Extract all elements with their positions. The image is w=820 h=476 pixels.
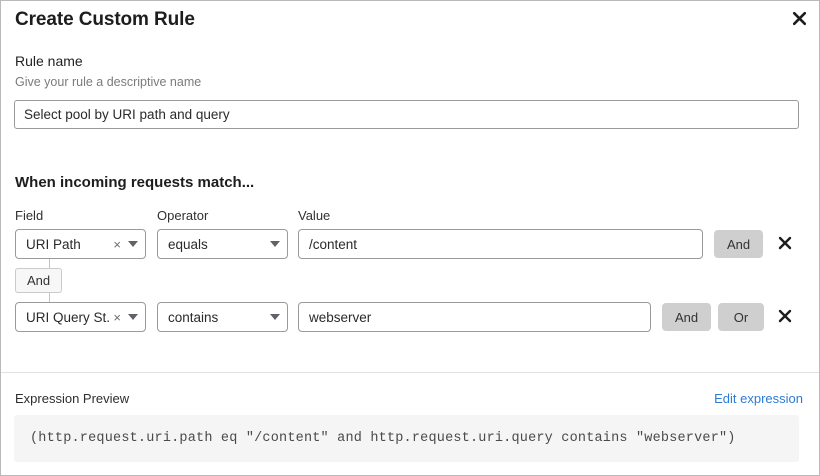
edit-expression-link[interactable]: Edit expression (714, 391, 803, 406)
or-button-2[interactable]: Or (718, 303, 764, 331)
value-input-2[interactable] (298, 302, 651, 332)
conditions-heading: When incoming requests match... (15, 174, 255, 191)
connector-and-badge[interactable]: And (15, 268, 63, 293)
rule-name-input[interactable] (14, 100, 799, 129)
connector-line-top (49, 259, 50, 269)
field-select-1-value: URI Path (26, 236, 81, 252)
expression-preview-label: Expression Preview (15, 391, 130, 406)
connector-line-bottom (49, 292, 50, 302)
clear-icon[interactable]: × (113, 236, 121, 252)
operator-select-2[interactable]: contains (157, 302, 288, 332)
and-button-2[interactable]: And (662, 303, 712, 331)
rule-name-help-text: Give your rule a descriptive name (15, 75, 202, 89)
delete-condition-2-icon[interactable] (773, 304, 797, 328)
chevron-down-icon (270, 314, 280, 320)
condition-row: URI Path × equals And (1, 229, 819, 259)
and-button-1[interactable]: And (714, 230, 764, 258)
expression-preview-box: (http.request.uri.path eq "/content" and… (14, 415, 799, 462)
dialog-title: Create Custom Rule (15, 9, 195, 30)
close-icon[interactable] (788, 7, 810, 29)
operator-select-1[interactable]: equals (157, 229, 288, 259)
chevron-down-icon (128, 314, 138, 320)
condition-row: URI Query St... × contains And Or (1, 302, 819, 332)
field-select-1[interactable]: URI Path × (15, 229, 146, 259)
column-label-operator: Operator (157, 208, 209, 223)
operator-select-1-value: equals (168, 236, 208, 252)
field-select-2[interactable]: URI Query St... × (15, 302, 146, 332)
chevron-down-icon (270, 241, 280, 247)
delete-condition-1-icon[interactable] (773, 231, 797, 255)
column-label-field: Field (15, 208, 44, 223)
rule-name-label: Rule name (15, 53, 83, 69)
clear-icon[interactable]: × (113, 309, 121, 325)
section-divider (1, 372, 819, 373)
column-label-value: Value (298, 208, 331, 223)
expression-preview-code: (http.request.uri.path eq "/content" and… (30, 431, 736, 446)
chevron-down-icon (128, 241, 138, 247)
operator-select-2-value: contains (168, 309, 219, 325)
field-select-2-value: URI Query St... (26, 309, 112, 325)
value-input-1[interactable] (298, 229, 703, 259)
